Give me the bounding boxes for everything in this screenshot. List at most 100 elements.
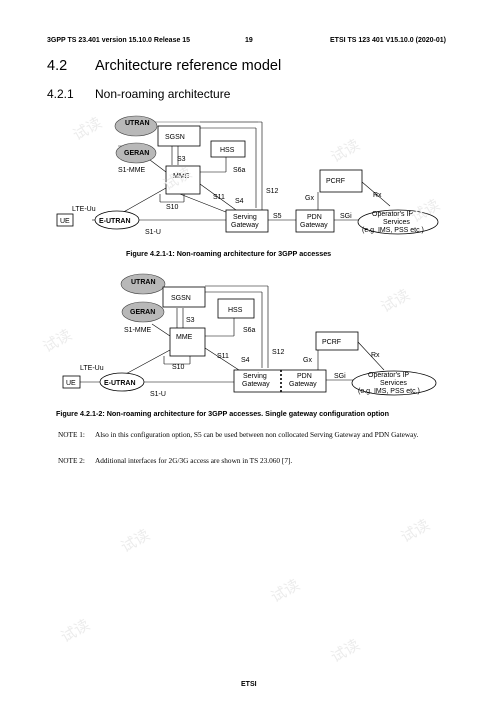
watermark: 试读 [57, 615, 93, 647]
ip-label-3-2: (e.g. IMS, PSS etc.) [358, 388, 420, 395]
pgw-label-1: PDN [307, 214, 322, 221]
sgw-label-2: Gateway [231, 222, 259, 229]
s3-label: S3 [177, 156, 186, 163]
sgi-label-2: SGi [334, 373, 346, 380]
header-right: ETSI TS 123 401 V15.10.0 (2020-01) [330, 37, 446, 44]
ue-box-2 [62, 375, 81, 389]
geran-cloud-2: GERAN [121, 301, 165, 323]
pgw-label-2-2: Gateway [289, 381, 317, 388]
subsection-number: 4.2.1 [47, 87, 74, 101]
section-number: 4.2 [47, 58, 68, 74]
sgw-label-2-2: Gateway [242, 381, 270, 388]
s4-label-2: S4 [241, 357, 250, 364]
s1u-label-2: S1-U [150, 391, 166, 398]
ip-label-2: Services [383, 219, 410, 226]
eutran-ellipse-2 [99, 372, 145, 392]
serving-gateway-box [225, 209, 269, 233]
watermark: 试读 [267, 575, 303, 607]
note-1-text: Also in this configuration option, S5 ca… [95, 430, 419, 439]
sgsn-box [157, 125, 201, 147]
s6a-label: S6a [233, 167, 246, 174]
operator-services-ellipse-2 [351, 370, 437, 396]
ip-label-1: Operator's IP [372, 211, 413, 218]
eutran-ellipse [94, 210, 140, 230]
s1mme-label: S1-MME [118, 167, 146, 174]
pcrf-box-2 [315, 331, 359, 351]
sgsn-label-2: SGSN [171, 295, 191, 302]
watermark: 试读 [117, 525, 153, 557]
sgw-label-1-2: Serving [243, 373, 267, 380]
figure-1-diagram: UTRAN GERAN SGSN HSS MME PCRF UE E-UTRAN… [56, 115, 439, 236]
s6a-label-2: S6a [243, 327, 256, 334]
s11-label: S11 [213, 194, 225, 201]
eutran-label: E-UTRAN [99, 218, 131, 225]
mme-label: MME [173, 173, 190, 180]
pcrf-label: PCRF [326, 178, 345, 185]
figure-1-caption: Figure 4.2.1-1: Non-roaming architecture… [126, 249, 332, 258]
ue-label: UE [60, 218, 70, 225]
sgsn-box-2 [162, 286, 206, 308]
figure-2-diagram: UTRAN GERAN SGSN HSS MME PCRF UE E-UTRAN… [62, 273, 437, 398]
s10-label: S10 [166, 204, 179, 211]
s10-label-2: S10 [172, 364, 185, 371]
s1mme-label-2: S1-MME [124, 327, 152, 334]
rx-label: Rx [373, 192, 382, 199]
lteuu-label: LTE-Uu [72, 206, 96, 213]
s11-label-2: S11 [217, 353, 229, 360]
watermark: 试读 [397, 515, 433, 547]
pgw-label-1-2: PDN [297, 373, 312, 380]
operator-services-ellipse [357, 209, 439, 235]
sgsn-label: SGSN [165, 134, 185, 141]
utran-cloud: UTRAN [114, 115, 158, 137]
geran-label: GERAN [124, 150, 149, 157]
hss-box [210, 140, 246, 158]
lteuu-label-2: LTE-Uu [80, 365, 104, 372]
mme-label-2: MME [176, 334, 193, 341]
ue-box [56, 213, 74, 227]
note-1-label: NOTE 1: [58, 430, 85, 439]
mme-box-2 [169, 327, 206, 357]
s4-label: S4 [235, 198, 244, 205]
eutran-label-2: E-UTRAN [104, 380, 136, 387]
figure-2-links [80, 285, 385, 383]
rx-label-2: Rx [371, 352, 380, 359]
s1u-label: S1-U [145, 229, 161, 236]
subsection-heading: 4.2.1 Non-roaming architecture [47, 87, 230, 101]
hss-label: HSS [220, 147, 235, 154]
s5-label: S5 [273, 213, 282, 220]
note-2-text: Additional interfaces for 2G/3G access a… [95, 456, 293, 465]
utran-cloud-2: UTRAN [120, 273, 166, 295]
header-left: 3GPP TS 23.401 version 15.10.0 Release 1… [47, 37, 191, 44]
pcrf-box [319, 169, 363, 193]
geran-label-2: GERAN [130, 309, 155, 316]
utran-label-2: UTRAN [131, 279, 156, 286]
utran-label: UTRAN [125, 120, 150, 127]
footer-etsi: ETSI [241, 681, 257, 688]
pdn-gateway-box [295, 209, 335, 233]
section-title: Architecture reference model [95, 58, 282, 74]
sgw-label-1: Serving [233, 214, 257, 221]
s12-label-2: S12 [272, 349, 285, 356]
note-2-label: NOTE 2: [58, 456, 85, 465]
ue-label-2: UE [66, 380, 76, 387]
mme-box [165, 165, 201, 195]
ip-label-2-2: Services [380, 380, 407, 387]
s12-label: S12 [266, 188, 279, 195]
ip-label-3: (e.g. IMS, PSS etc.) [362, 227, 424, 234]
geran-cloud: GERAN [115, 142, 157, 164]
s3-label-2: S3 [186, 317, 195, 324]
sgi-label: SGi [340, 213, 352, 220]
ip-label-1-2: Operator's IP [368, 372, 409, 379]
gx-label-2: Gx [303, 357, 312, 364]
pcrf-label-2: PCRF [322, 339, 341, 346]
hss-box-2 [217, 298, 255, 319]
pgw-label-2: Gateway [300, 222, 328, 229]
hss-label-2: HSS [228, 307, 243, 314]
subsection-title: Non-roaming architecture [95, 87, 231, 101]
page-number: 19 [245, 37, 253, 44]
section-heading: 4.2 Architecture reference model [47, 58, 281, 74]
gx-label: Gx [305, 195, 314, 202]
watermark: 试读 [327, 635, 363, 667]
combined-gateway-box [233, 369, 327, 393]
figure-2-caption: Figure 4.2.1-2: Non-roaming architecture… [56, 409, 389, 418]
